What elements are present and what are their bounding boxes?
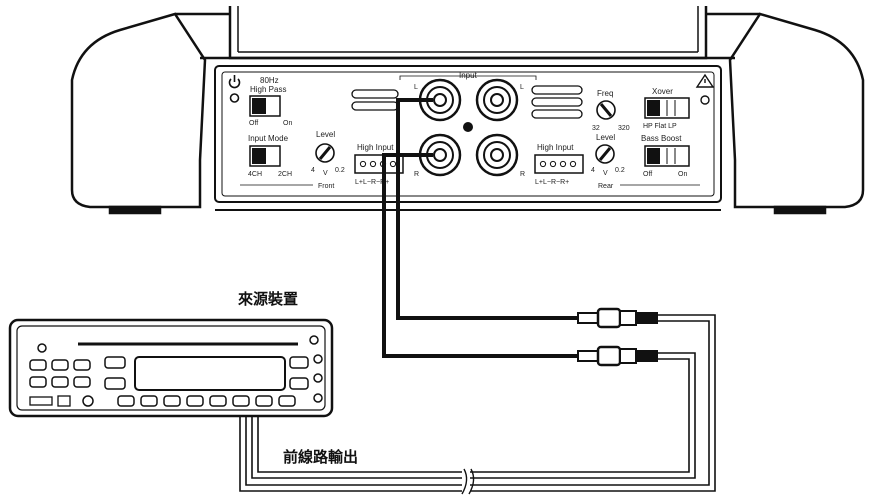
2ch-label: 2CH [278,171,292,178]
rear-r-label: R [520,171,525,178]
high-pass-label: High Pass [250,85,286,94]
freq-label: Freq [597,89,613,98]
high-pass-switch[interactable]: 80Hz High Pass Off On [249,76,292,127]
rear-high-input-pins: L+L−R−R+ [535,179,569,186]
rear-level-knob[interactable]: Level 4 V 0.2 [591,133,625,177]
vent-slots-right [531,85,583,119]
rear-lv-v: V [603,170,608,177]
freq-320: 320 [618,125,630,132]
xover-modes: HP Flat LP [643,123,677,130]
bass-boost-switch[interactable]: Bass Boost Off On [641,134,690,178]
rca-plug-upper [577,307,658,329]
front-level-knob[interactable]: Level 4 V 0.2 [311,130,345,177]
rca-cable-right [382,153,580,358]
hp-on-label: On [283,120,292,127]
front-lv-v: V [323,170,328,177]
rear-high-input[interactable]: High Input L+L−R−R+ [534,143,584,186]
rca-input-front-l[interactable] [418,78,462,122]
freq-knob[interactable]: Freq 32 320 [592,89,630,132]
rear-lv-4: 4 [591,167,595,174]
warning-triangle-icon [695,73,715,105]
line-output-cable [239,314,716,495]
center-screw [463,122,473,132]
front-high-input-pins: L+L−R−R+ [355,179,389,186]
rear-lv-02: 0.2 [615,167,625,174]
front-high-input-label: High Input [357,143,394,152]
rca-input-rear-l[interactable] [475,78,519,122]
front-lv-02: 0.2 [335,167,345,174]
bass-on-label: On [678,171,687,178]
source-device-label: 來源裝置 [238,290,298,308]
xover-switch[interactable]: Xover HP Flat LP [643,87,690,130]
hp-80hz-label: 80Hz [260,76,279,85]
front-lv-4: 4 [311,167,315,174]
4ch-label: 4CH [248,171,262,178]
input-mode-switch[interactable]: Input Mode 4CH 2CH [248,134,292,178]
rca-plug-lower [577,345,658,367]
rca-input-rear-r[interactable] [475,133,519,177]
rear-label: Rear [598,183,614,190]
front-r-label: R [414,171,419,178]
freq-32: 32 [592,125,600,132]
input-label: Input [459,71,478,80]
hp-off-label: Off [249,120,258,127]
rear-l-label: L [520,84,524,91]
rear-high-input-label: High Input [537,143,574,152]
amplifier [70,6,865,215]
xover-label: Xover [652,87,673,96]
rca-cable-left [396,98,580,320]
front-label: Front [318,183,334,190]
bass-off-label: Off [643,171,652,178]
bass-boost-label: Bass Boost [641,134,682,143]
power-icon [228,75,241,103]
front-level-label: Level [316,130,335,139]
front-high-input[interactable]: High Input L+L−R−R+ [354,143,404,186]
source-device [8,318,334,418]
rear-level-label: Level [596,133,615,142]
vent-slots-left [351,89,399,111]
front-line-output-label: 前線路輸出 [283,448,358,466]
front-l-label: L [414,84,418,91]
input-mode-label: Input Mode [248,134,289,143]
